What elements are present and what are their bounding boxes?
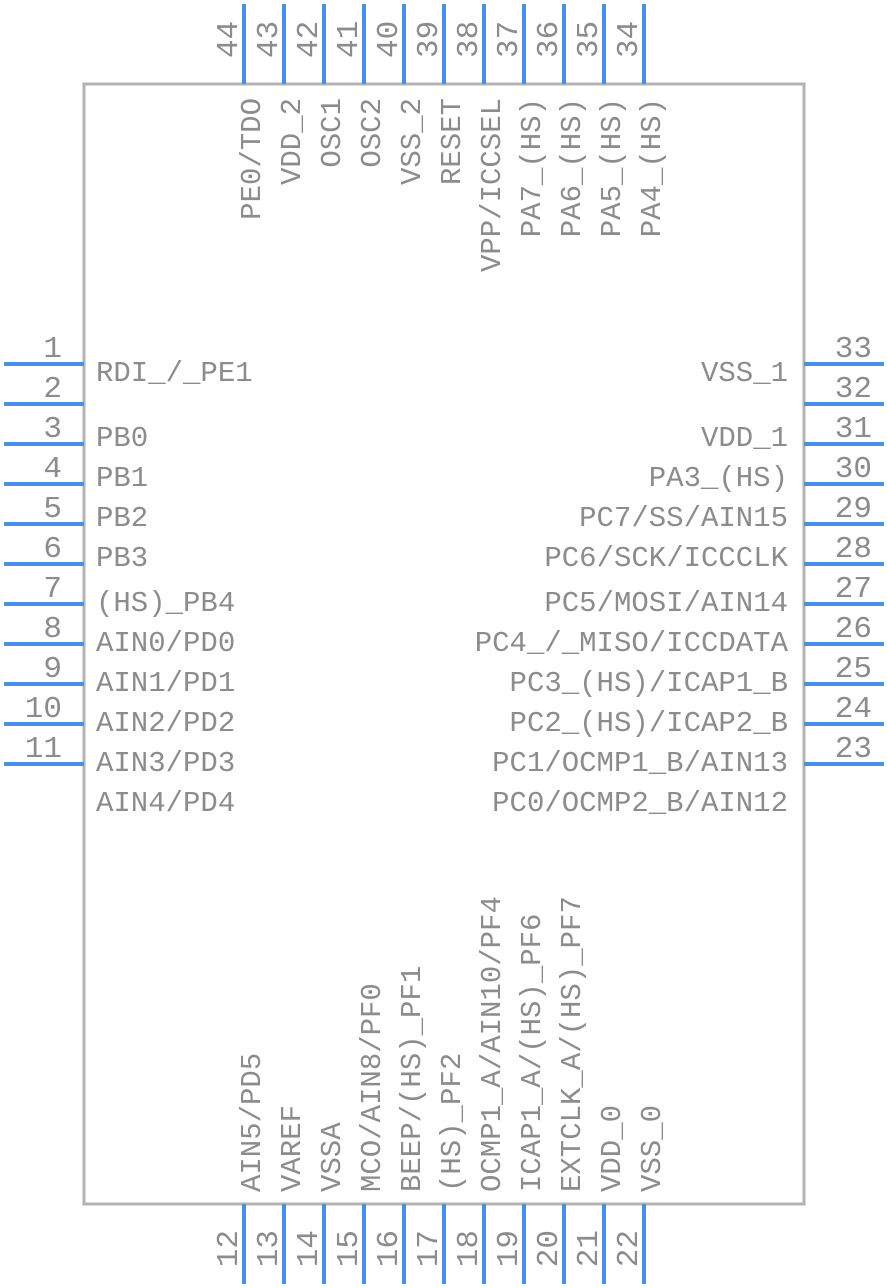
pin-number-left: 11 [25,732,62,767]
pin-number-right: 31 [835,412,872,447]
pin-label-right: PC6/SCK/ICCCLK [544,542,788,575]
pin-number-top: 37 [492,21,527,58]
pin-label-bottom: ICAP1_A/(HS)_PF6 [516,914,549,1192]
pin-number-top: 39 [412,21,447,58]
pin-number-bottom: 18 [452,1230,487,1267]
pin-number-left: 5 [43,492,62,527]
pin-number-top: 38 [452,21,487,58]
pin-number-right: 33 [835,332,872,367]
pin-label-right: PA3_(HS) [649,462,788,495]
pin-label-top: RESET [436,98,469,185]
pin-number-right: 25 [835,652,872,687]
pin-number-top: 35 [572,21,607,58]
pin-number-top: 44 [212,21,247,58]
pin-label-bottom: AIN5/PD5 [236,1053,269,1192]
pin-label-right: VDD_1 [701,422,788,455]
pin-number-bottom: 16 [372,1230,407,1267]
pin-label-top: OSC2 [356,98,389,168]
pin-number-left: 10 [25,692,62,727]
pin-number-right: 29 [835,492,872,527]
pin-label-top: PA5_(HS) [596,98,629,237]
pin-number-bottom: 17 [412,1230,447,1267]
pin-label-right: PC0/OCMP2_B/AIN12 [492,787,788,820]
pin-label-top: VDD_2 [276,98,309,185]
pin-label-left: RDI_/_PE1 [96,357,253,390]
pin-number-bottom: 21 [572,1230,607,1267]
pin-number-bottom: 22 [612,1230,647,1267]
pin-number-right: 26 [835,612,872,647]
pin-label-left: AIN2/PD2 [96,707,235,740]
pin-label-bottom: BEEP/(HS)_PF1 [396,966,429,1192]
pin-number-left: 9 [43,652,62,687]
pin-label-right: PC1/OCMP1_B/AIN13 [492,747,788,780]
pin-number-right: 28 [835,532,872,567]
pin-number-bottom: 13 [252,1230,287,1267]
pin-label-right: PC4_/_MISO/ICCDATA [475,627,789,660]
pin-number-left: 1 [43,332,62,367]
pin-label-right: PC5/MOSI/AIN14 [544,587,788,620]
pin-label-left: (HS)_PB4 [96,587,235,620]
pin-number-top: 36 [532,21,567,58]
pin-number-left: 6 [43,532,62,567]
pin-number-left: 7 [43,572,62,607]
pin-number-top: 34 [612,21,647,58]
pin-label-top: PE0/TDO [236,98,269,220]
pin-number-top: 42 [292,21,327,58]
pin-number-bottom: 15 [332,1230,367,1267]
pin-label-right: PC3_(HS)/ICAP1_B [510,667,788,700]
pin-label-bottom: EXTCLK_A/(HS)_PF7 [556,896,589,1192]
pin-number-right: 23 [835,732,872,767]
pin-label-left: PB1 [96,462,148,495]
pin-number-top: 43 [252,21,287,58]
pin-label-bottom: OCMP1_A/AIN10/PF4 [476,896,509,1192]
pin-label-left: PB3 [96,542,148,575]
pin-number-top: 41 [332,21,367,58]
pin-number-left: 2 [43,372,62,407]
pin-label-left: AIN1/PD1 [96,667,235,700]
pin-label-bottom: MCO/AIN8/PF0 [356,983,389,1192]
pin-label-top: VPP/ICCSEL [476,98,509,272]
pin-label-top: PA6_(HS) [556,98,589,237]
pin-label-bottom: VSS_0 [636,1105,669,1192]
pin-label-bottom: VAREF [276,1105,309,1192]
pin-label-top: OSC1 [316,98,349,168]
pin-label-left: AIN0/PD0 [96,627,235,660]
pin-number-bottom: 12 [212,1230,247,1267]
pin-number-left: 8 [43,612,62,647]
pin-label-bottom: (HS)_PF2 [436,1053,469,1192]
pin-label-bottom: VDD_0 [596,1105,629,1192]
pin-label-top: VSS_2 [396,98,429,185]
pin-number-right: 30 [835,452,872,487]
pin-label-left: PB0 [96,422,148,455]
pin-number-left: 4 [43,452,62,487]
pin-label-bottom: VSSA [316,1122,349,1192]
pin-label-right: VSS_1 [701,357,788,390]
pin-number-bottom: 14 [292,1230,327,1267]
pin-number-bottom: 19 [492,1230,527,1267]
pin-number-bottom: 20 [532,1230,567,1267]
pin-label-right: PC7/SS/AIN15 [579,502,788,535]
pin-number-right: 24 [835,692,872,727]
pin-label-left: AIN3/PD3 [96,747,235,780]
pin-label-top: PA4_(HS) [636,98,669,237]
ic-body-outline [82,82,806,1206]
pin-label-top: PA7_(HS) [516,98,549,237]
pin-label-left: AIN4/PD4 [96,787,235,820]
pin-number-right: 27 [835,572,872,607]
pin-number-top: 40 [372,21,407,58]
pin-label-left: PB2 [96,502,148,535]
pin-label-right: PC2_(HS)/ICAP2_B [510,707,788,740]
pin-number-right: 32 [835,372,872,407]
pin-number-left: 3 [43,412,62,447]
